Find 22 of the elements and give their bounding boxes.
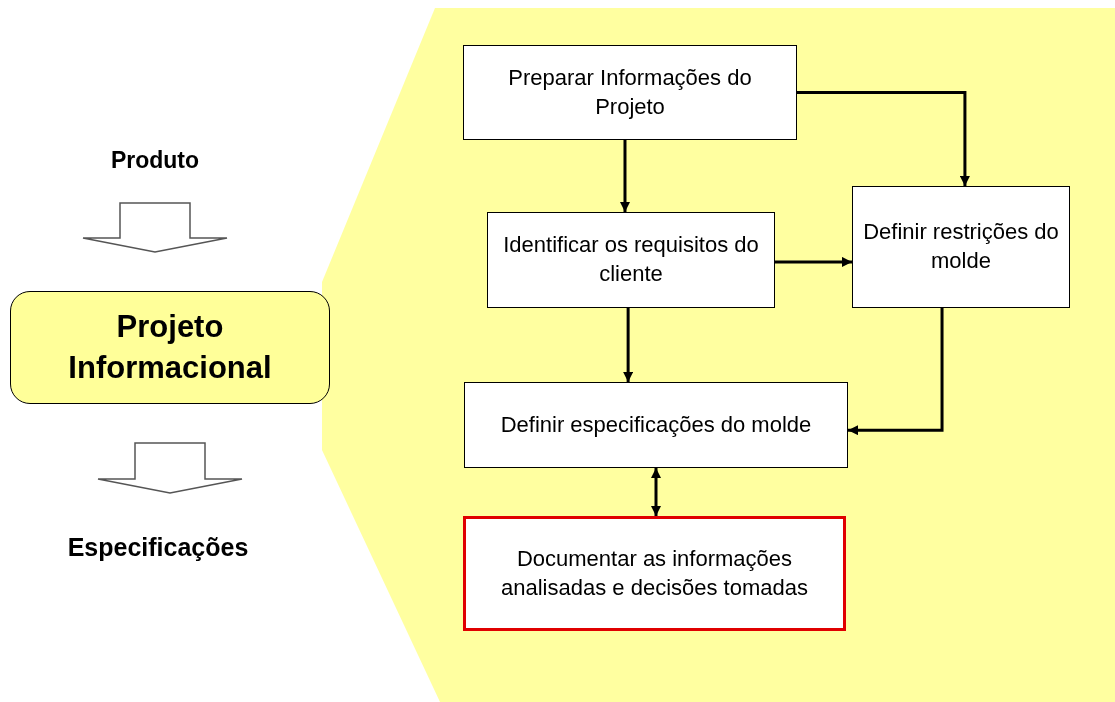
box-label: Definir restrições do molde: [863, 218, 1059, 275]
hollow-arrow: [97, 442, 243, 494]
process-box: [487, 212, 775, 308]
arrow: [623, 308, 634, 382]
box-label: Documentar as informações analisadas e decisões tomadas: [500, 544, 809, 602]
hollow-arrow: [82, 202, 228, 253]
arrow: [797, 91, 970, 186]
arrow: [775, 256, 852, 267]
rounded-box: [10, 291, 330, 404]
process-box: [463, 45, 797, 140]
highlighted-box: [463, 516, 846, 631]
stage-label: Especificações: [67, 532, 249, 562]
box-label: Identificar os requisitos do cliente: [502, 231, 760, 288]
arrow: [848, 308, 944, 436]
box-label: Preparar Informações do Projeto: [507, 63, 753, 121]
box-label: Projeto Informacional: [67, 308, 273, 387]
arrow: [651, 468, 661, 516]
box-label: Definir especificações do molde: [500, 410, 812, 439]
process-box: [464, 382, 848, 468]
arrow: [620, 140, 630, 212]
stage-label: Produto: [110, 146, 200, 174]
process-box: [852, 186, 1070, 308]
